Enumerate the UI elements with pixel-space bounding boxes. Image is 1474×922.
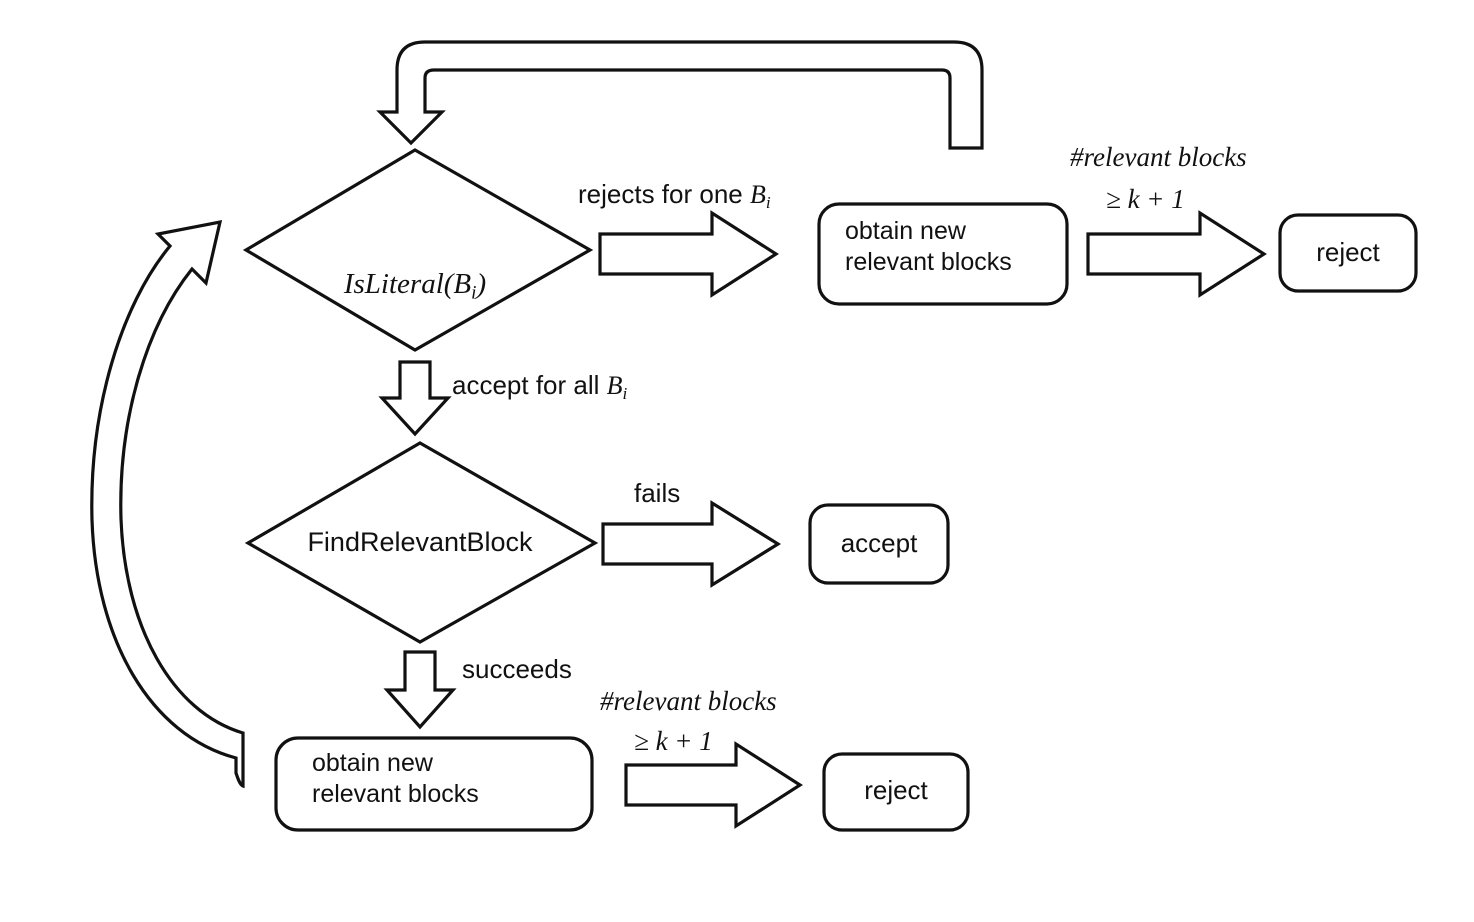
edge-label-rejects-for-one: rejects for one Bi bbox=[578, 179, 771, 213]
edge-label-succeeds: succeeds bbox=[462, 654, 572, 684]
arrow-relevant-blocks-ge-k-top bbox=[1086, 210, 1267, 298]
decision-is-literal-shape bbox=[242, 148, 594, 352]
edge-label-relevant-blocks-bottom-line2: ≥ k + 1 bbox=[634, 726, 713, 756]
feedback-arrow-top bbox=[376, 40, 984, 150]
node-obtain-new-relevant-blocks-top-label: obtain new relevant blocks bbox=[845, 217, 1012, 276]
rejects-one-math: B bbox=[749, 180, 766, 209]
decision-find-relevant-block-shape bbox=[244, 441, 599, 644]
accept-all-math: B bbox=[606, 371, 623, 400]
feedback-arrow-left-curved bbox=[90, 219, 245, 789]
node-obtain-new-relevant-blocks-bottom-label: obtain new relevant blocks bbox=[312, 749, 479, 808]
node-reject-bottom bbox=[822, 752, 970, 832]
decision-find-relevant-block-label: FindRelevantBlock bbox=[307, 527, 533, 557]
arrow-accept-for-all bbox=[378, 360, 452, 437]
node-reject-top-label: reject bbox=[1316, 237, 1380, 267]
edge-label-relevant-blocks-bottom-line1: #relevant blocks bbox=[600, 686, 777, 716]
rejects-one-text: rejects for one bbox=[578, 179, 750, 209]
edge-label-relevant-blocks-top-line1: #relevant blocks bbox=[1070, 142, 1247, 172]
arrow-rejects-for-one bbox=[598, 210, 779, 298]
is-literal-text-tail: ) bbox=[476, 268, 487, 301]
node-accept-label: accept bbox=[840, 528, 918, 558]
accept-all-subscript: i bbox=[622, 383, 628, 403]
edge-label-relevant-blocks-top-line2: ≥ k + 1 bbox=[1106, 184, 1185, 214]
node-reject-bottom-label: reject bbox=[864, 775, 928, 805]
arrow-succeeds bbox=[383, 650, 457, 730]
edge-label-fails: fails bbox=[634, 478, 681, 508]
accept-all-text: accept for all bbox=[452, 370, 607, 400]
node-obtain-new-relevant-blocks-bottom bbox=[274, 736, 594, 832]
node-reject-top bbox=[1278, 213, 1418, 293]
node-accept bbox=[808, 503, 950, 585]
is-literal-subscript: i bbox=[471, 282, 477, 304]
arrow-relevant-blocks-ge-k-bottom bbox=[624, 741, 803, 829]
arrow-fails bbox=[601, 500, 782, 588]
edge-label-accept-for-all: accept for all Bi bbox=[452, 370, 628, 404]
is-literal-text: IsLiteral(B bbox=[343, 268, 472, 301]
rejects-one-subscript: i bbox=[765, 192, 771, 212]
decision-is-literal-label: IsLiteral(Bi) bbox=[300, 232, 530, 305]
node-obtain-new-relevant-blocks-top bbox=[817, 202, 1069, 306]
